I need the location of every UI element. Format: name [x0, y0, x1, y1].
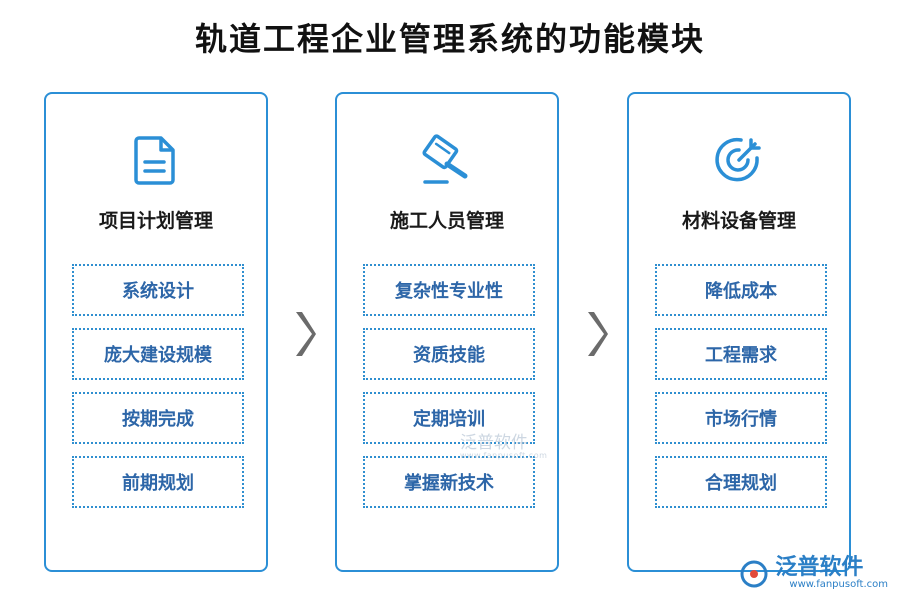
list-item: 前期规划: [72, 456, 244, 508]
item-list: 系统设计 庞大建设规模 按期完成 前期规划: [72, 264, 244, 520]
list-item: 掌握新技术: [363, 456, 535, 508]
brand-logo: 泛普软件 www.fanpusoft.com: [739, 557, 888, 590]
chevron-right-icon: [588, 312, 608, 356]
list-item: 复杂性专业性: [363, 264, 535, 316]
watermark: 泛普软件 www.fanpusoft.com: [460, 428, 547, 460]
module-card-project-plan: 项目计划管理 系统设计 庞大建设规模 按期完成 前期规划: [44, 92, 268, 572]
list-item: 合理规划: [655, 456, 827, 508]
logo-url: www.fanpusoft.com: [789, 579, 888, 590]
document-icon: [46, 134, 266, 186]
item-list: 复杂性专业性 资质技能 定期培训 掌握新技术: [363, 264, 535, 520]
gavel-icon: [337, 134, 557, 186]
chevron-right-icon: [296, 312, 316, 356]
item-list: 降低成本 工程需求 市场行情 合理规划: [655, 264, 827, 520]
logo-text: 泛普软件: [775, 555, 864, 580]
module-title: 项目计划管理: [98, 210, 213, 232]
list-item: 定期培训: [363, 392, 535, 444]
list-item: 按期完成: [72, 392, 244, 444]
watermark-text: 泛普软件: [460, 433, 528, 453]
watermark-url: www.fanpusoft.com: [460, 451, 548, 460]
module-title: 材料设备管理: [681, 210, 796, 232]
list-item: 工程需求: [655, 328, 827, 380]
list-item: 降低成本: [655, 264, 827, 316]
list-item: 市场行情: [655, 392, 827, 444]
page-title: 轨道工程企业管理系统的功能模块: [194, 20, 705, 58]
list-item: 资质技能: [363, 328, 535, 380]
list-item: 系统设计: [72, 264, 244, 316]
module-title: 施工人员管理: [389, 210, 504, 232]
module-card-materials: 材料设备管理 降低成本 工程需求 市场行情 合理规划: [627, 92, 851, 572]
module-card-workforce: 施工人员管理 复杂性专业性 资质技能 定期培训 掌握新技术: [335, 92, 559, 572]
logo-icon: [740, 560, 768, 587]
target-icon: [629, 134, 849, 186]
list-item: 庞大建设规模: [72, 328, 244, 380]
